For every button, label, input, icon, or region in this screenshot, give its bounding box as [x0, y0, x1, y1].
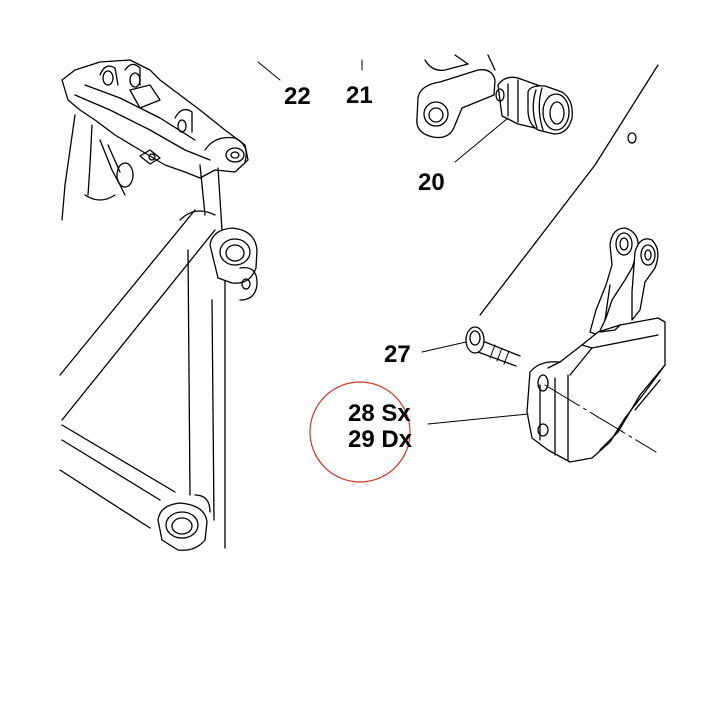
callout-27: 27	[384, 341, 411, 368]
leader-20	[454, 117, 509, 163]
frame-assembly	[59, 59, 258, 551]
callout-28-sx: 28 Sx	[348, 400, 411, 427]
callout-29-dx: 29 Dx	[348, 426, 413, 453]
callout-21: 21	[346, 82, 373, 109]
leader-28	[427, 413, 529, 425]
linkage-part-20	[416, 54, 573, 139]
highlight-circle	[309, 381, 411, 483]
vehicle-body-outline	[479, 64, 659, 316]
leader-lines	[257, 59, 529, 425]
leader-27	[421, 341, 467, 353]
bolt-part-27	[465, 326, 521, 367]
callout-22: 22	[284, 83, 311, 110]
leader-22	[257, 61, 281, 81]
bracket-part-28-29	[526, 227, 666, 463]
callout-20: 20	[418, 169, 445, 196]
